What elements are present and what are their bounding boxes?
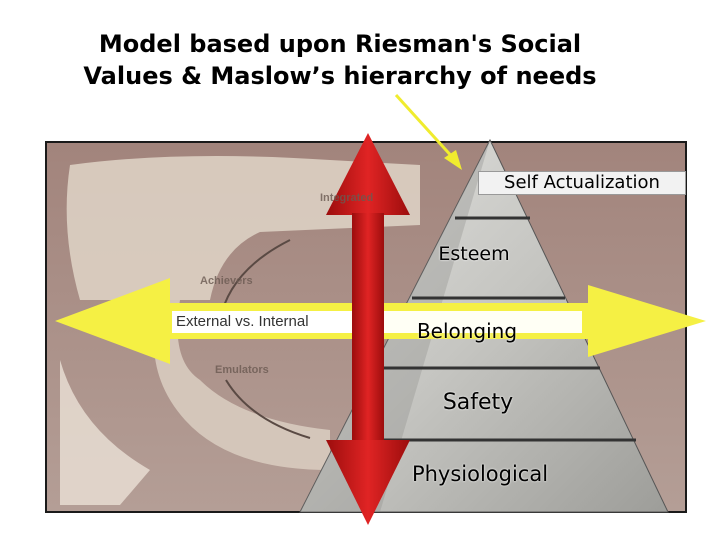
page-title: Model based upon Riesman's Social Values…: [0, 28, 680, 92]
level-belonging: Belonging: [416, 319, 518, 343]
level-self-actualization: Self Actualization: [478, 171, 686, 195]
level-physiological: Physiological: [411, 462, 549, 486]
bg-label-integrated: Integrated: [320, 192, 374, 204]
bg-label-emulators: Emulators: [215, 364, 269, 376]
title-line-1: Model based upon Riesman's Social: [98, 30, 582, 58]
external-internal-label: External vs. Internal: [172, 311, 350, 333]
level-esteem: Esteem: [438, 243, 510, 265]
title-line-2: Values & Maslow’s hierarchy of needs: [83, 62, 597, 90]
pointer-arrow: [394, 93, 462, 170]
bg-label-achievers: Achievers: [200, 275, 253, 287]
level-safety: Safety: [442, 390, 514, 415]
vertical-double-arrow: [326, 133, 410, 525]
